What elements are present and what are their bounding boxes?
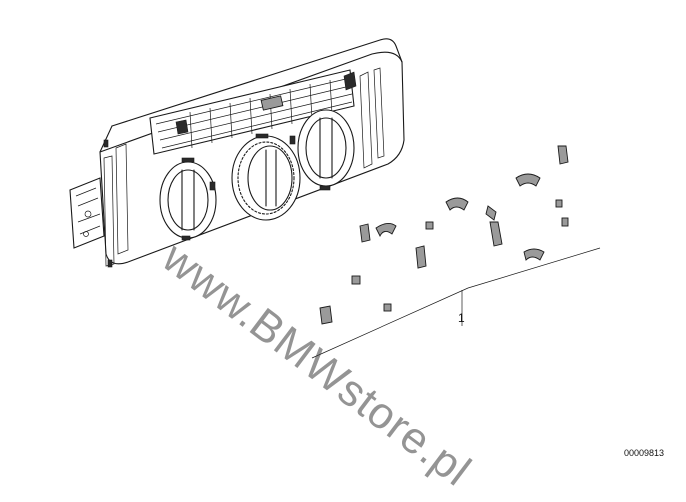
part-plug bbox=[425, 221, 434, 230]
callout-number: 1 bbox=[458, 311, 465, 325]
part-clip bbox=[485, 205, 497, 221]
part-plug bbox=[555, 199, 563, 208]
knob-center bbox=[231, 133, 301, 221]
part-clip bbox=[375, 223, 397, 238]
knob-left bbox=[159, 157, 217, 241]
callout-lines bbox=[311, 247, 601, 359]
diagram-canvas bbox=[69, 38, 601, 359]
parts-diagram: www.BMWstore.pl 1 00009813 bbox=[69, 38, 664, 496]
part-plug bbox=[561, 217, 569, 227]
part-clip bbox=[523, 248, 545, 261]
part-clip bbox=[319, 305, 333, 325]
part-clip bbox=[489, 221, 503, 247]
diagram-id: 00009813 bbox=[623, 448, 664, 458]
part-clip bbox=[359, 223, 371, 243]
loose-parts bbox=[319, 145, 569, 325]
part-clip bbox=[515, 173, 541, 187]
part-clip bbox=[445, 197, 469, 211]
vent-grille bbox=[149, 67, 385, 169]
part-clip bbox=[415, 245, 427, 269]
part-clip bbox=[557, 145, 569, 165]
knob-right bbox=[289, 109, 355, 191]
part-plug bbox=[351, 275, 361, 285]
part-plug bbox=[383, 303, 392, 312]
